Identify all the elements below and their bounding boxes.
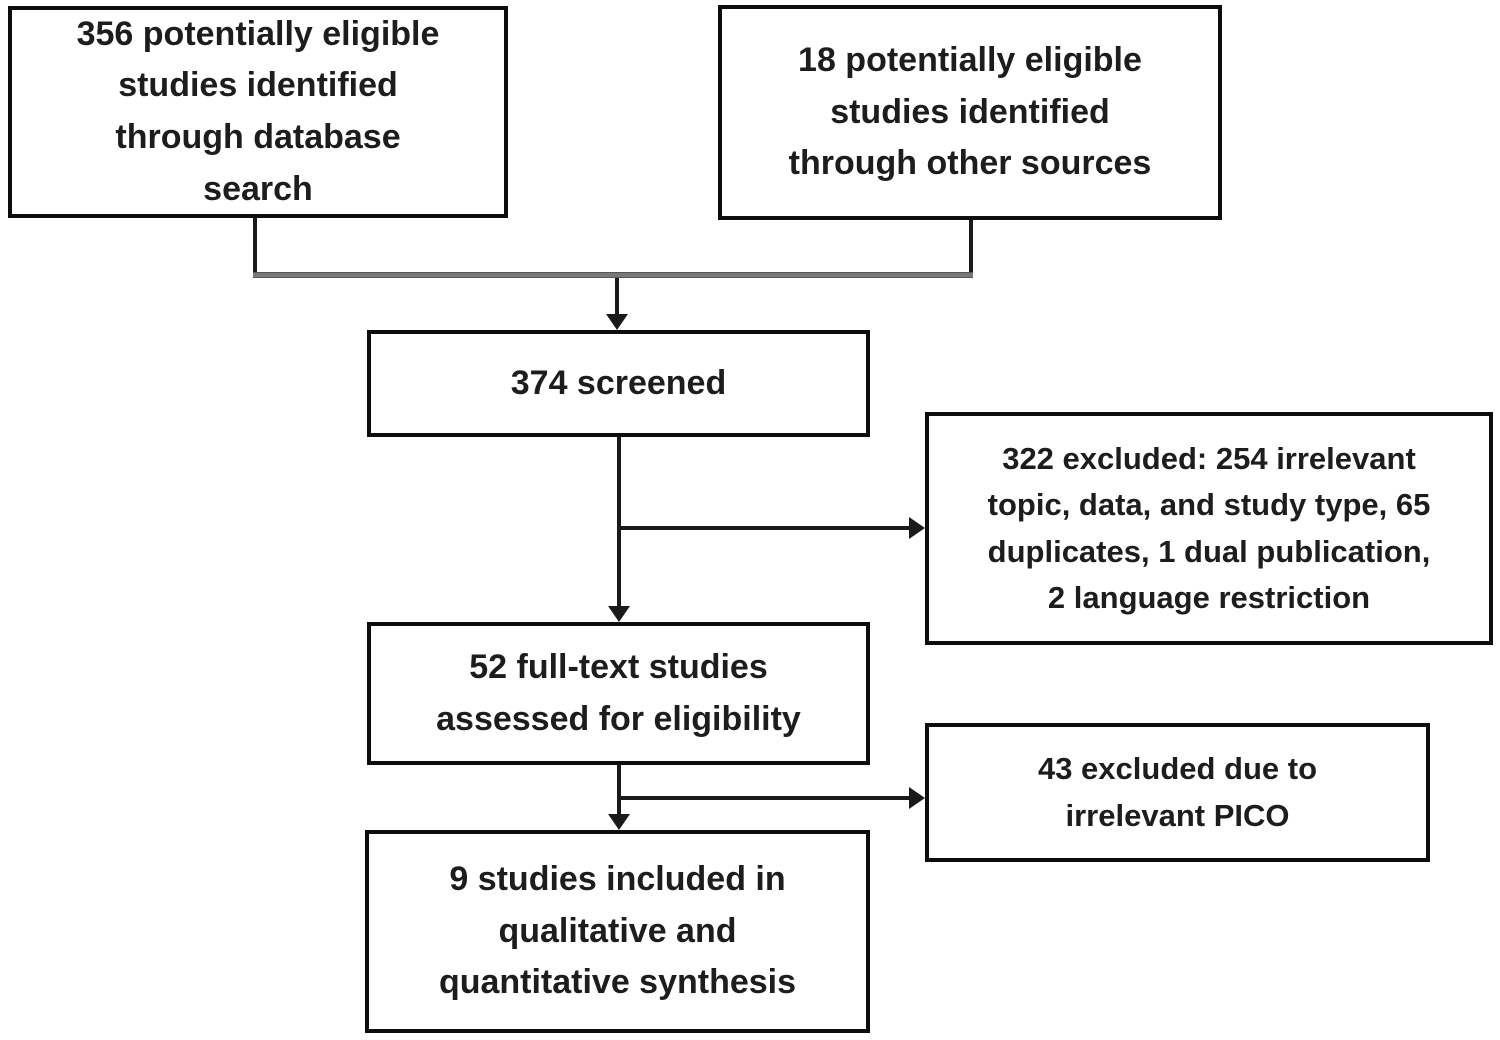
arrowhead-down-icon bbox=[608, 606, 630, 622]
connector-merge-line bbox=[253, 272, 973, 278]
box-excluded-pico: 43 excluded due to irrelevant PICO bbox=[925, 723, 1430, 862]
box-database-search: 356 potentially eligible studies identif… bbox=[8, 6, 508, 218]
connector-fulltext-to-included bbox=[617, 765, 621, 815]
arrowhead-down-icon bbox=[606, 314, 628, 330]
box-other-sources: 18 potentially eligible studies identifi… bbox=[718, 5, 1222, 220]
connector-right-stub bbox=[969, 220, 973, 278]
arrowhead-right-icon bbox=[909, 787, 925, 809]
arrowhead-down-icon bbox=[608, 814, 630, 830]
connector-branch-excluded-pico bbox=[619, 796, 909, 800]
box-screened: 374 screened bbox=[367, 330, 870, 437]
box-excluded-screening: 322 excluded: 254 irrelevant topic, data… bbox=[925, 412, 1493, 645]
connector-merge-to-screened bbox=[615, 278, 619, 316]
box-fulltext-assessed: 52 full-text studies assessed for eligib… bbox=[367, 622, 870, 765]
arrowhead-right-icon bbox=[909, 517, 925, 539]
connector-branch-excluded-screening bbox=[619, 526, 909, 530]
box-included: 9 studies included in qualitative and qu… bbox=[365, 830, 870, 1033]
connector-screened-to-fulltext bbox=[617, 437, 621, 607]
connector-left-stub bbox=[253, 218, 257, 278]
